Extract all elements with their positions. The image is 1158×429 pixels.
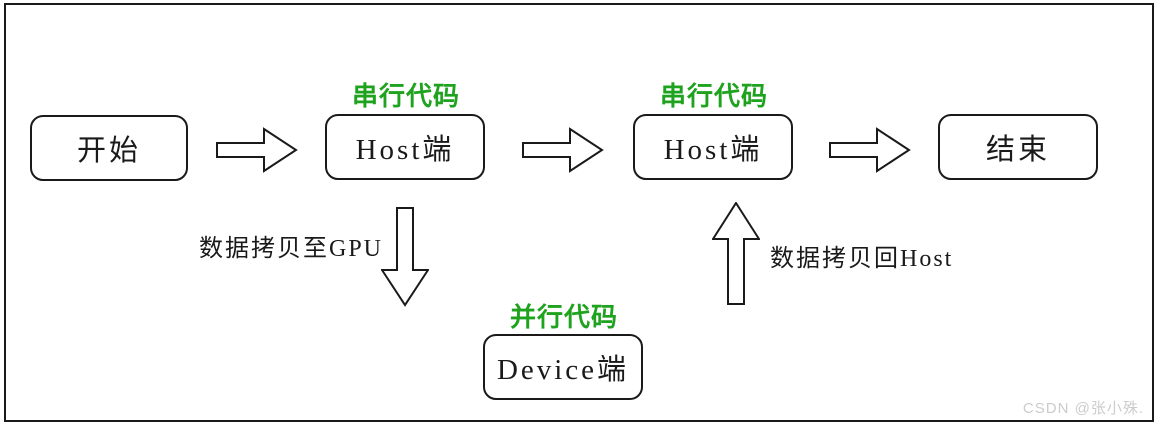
annotation-parallel-code: 并行代码 [509, 302, 619, 332]
node-end: 结束 [938, 114, 1098, 180]
annotation-serial-code-2: 串行代码 [659, 81, 769, 111]
node-start-label: 开始 [76, 135, 141, 167]
node-device-label: Device端 [496, 354, 630, 386]
watermark: CSDN @张小殊. [1022, 400, 1144, 417]
edge-label-copy-back-to-host: 数据拷贝回Host [770, 246, 954, 272]
node-device: Device端 [483, 334, 643, 400]
block-arrow-right-icon [216, 127, 298, 173]
block-arrow-right-icon [522, 127, 604, 173]
node-host-2: Host端 [633, 114, 793, 180]
node-host-2-label: Host端 [663, 134, 763, 166]
node-end-label: 结束 [985, 134, 1050, 166]
block-arrow-right-icon [829, 127, 911, 173]
block-arrow-down-icon [381, 207, 429, 307]
annotation-serial-code-1: 串行代码 [351, 81, 461, 111]
diagram-frame [4, 3, 1154, 422]
node-host-1-label: Host端 [355, 134, 455, 166]
block-arrow-up-icon [712, 202, 760, 305]
node-start: 开始 [30, 115, 188, 181]
node-host-1: Host端 [325, 114, 485, 180]
edge-label-copy-to-gpu: 数据拷贝至GPU [199, 236, 384, 262]
